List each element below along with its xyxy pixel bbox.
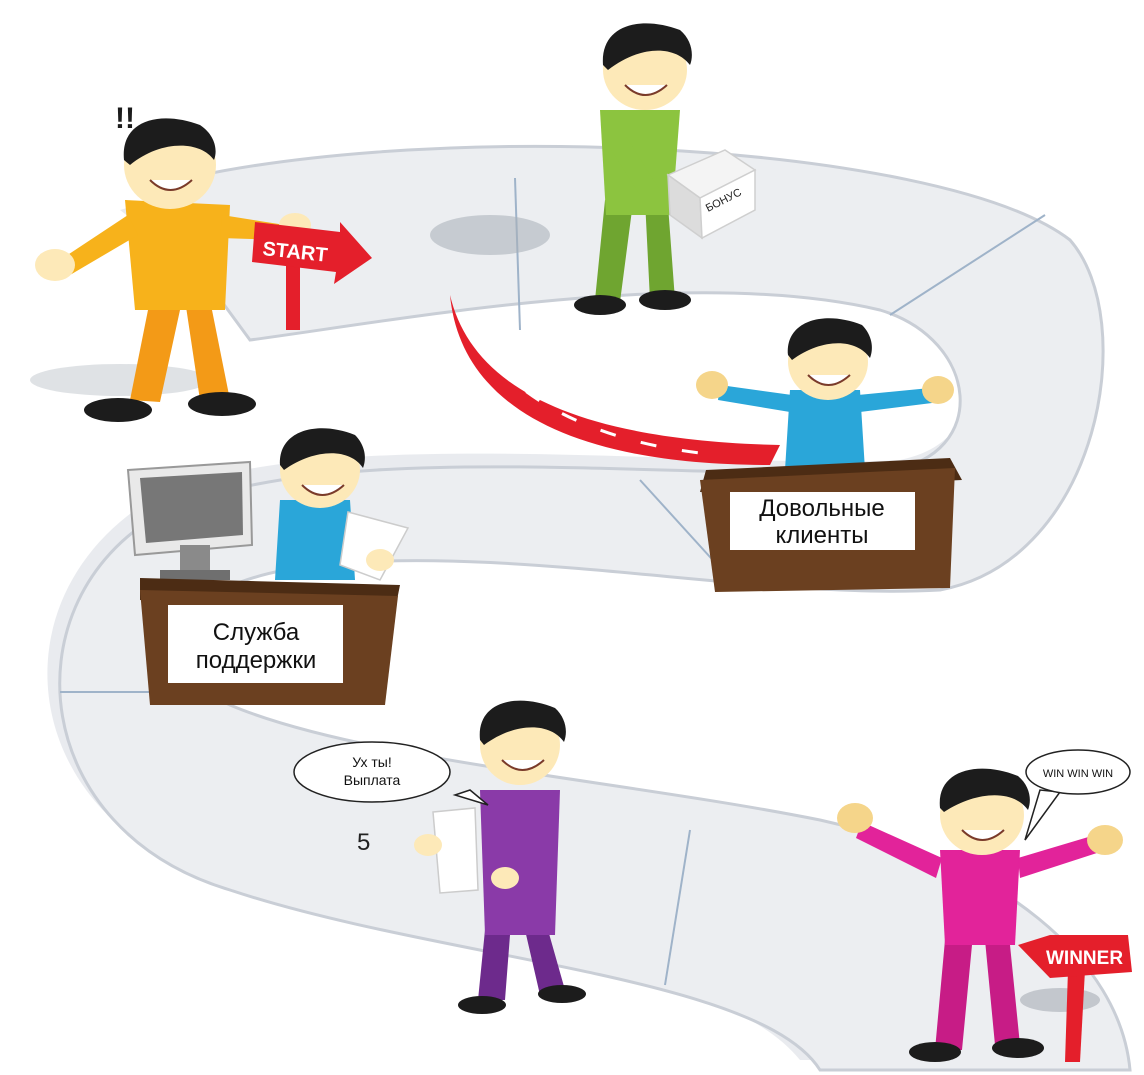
hair xyxy=(602,23,692,70)
shoe xyxy=(639,290,691,310)
character-yellow-start: !! START xyxy=(35,102,372,422)
shirt xyxy=(940,850,1020,945)
sign-post xyxy=(1065,970,1085,1062)
hair xyxy=(279,428,365,470)
legs xyxy=(595,200,675,302)
hand xyxy=(366,549,394,571)
hair xyxy=(123,118,216,165)
hair xyxy=(479,700,566,745)
red-ribbon xyxy=(450,295,780,465)
shoe xyxy=(538,985,586,1003)
shadow-splotch xyxy=(1020,988,1100,1012)
smile xyxy=(501,759,545,771)
arm xyxy=(718,385,792,412)
bubble-payout-line1: Ух ты! xyxy=(352,754,392,770)
shirt xyxy=(125,200,230,310)
sign-post xyxy=(286,250,300,330)
shadow-splotch xyxy=(430,215,550,255)
desk-sign-board xyxy=(168,605,343,683)
arm xyxy=(60,215,138,275)
shoe xyxy=(992,1038,1044,1058)
fist xyxy=(1087,825,1123,855)
paper-sheet xyxy=(339,511,410,581)
character-pink-winner: WIN WIN WIN WINNER xyxy=(837,749,1132,1062)
bubble-payout-line2: Выплата xyxy=(344,772,401,788)
legs xyxy=(935,940,1020,1050)
shirt xyxy=(480,790,560,935)
shirt xyxy=(785,390,865,470)
bonus-box-icon xyxy=(666,149,757,240)
shoe xyxy=(458,996,506,1014)
hand xyxy=(491,867,519,889)
payout-paper xyxy=(432,807,479,894)
legs xyxy=(478,930,565,1000)
arm xyxy=(1018,835,1100,878)
smile xyxy=(807,374,851,386)
shirt xyxy=(275,500,355,580)
desk-sign-board xyxy=(730,492,915,550)
character-purple-payout: Ух ты! Выплата 5 xyxy=(293,700,586,1014)
hand xyxy=(35,249,75,281)
arm xyxy=(858,388,932,412)
smile xyxy=(149,179,193,191)
speech-bubble-icon xyxy=(1024,749,1131,841)
desk-support-line2: поддержки xyxy=(196,647,316,674)
exclamation-marks: !! xyxy=(115,102,135,135)
desk-clients-line2: клиенты xyxy=(775,522,868,549)
road-divider xyxy=(889,214,1046,316)
smile xyxy=(624,84,668,96)
winner-arrow-sign-icon xyxy=(1018,935,1132,978)
smile xyxy=(961,829,1005,841)
road-divider xyxy=(514,177,521,331)
arm xyxy=(856,822,942,878)
hair xyxy=(939,768,1030,812)
character-green-bonus: БОНУС xyxy=(574,23,757,315)
road-divider xyxy=(664,829,691,986)
bubble-win-text: WIN WIN WIN xyxy=(1043,768,1113,780)
character-blue-support: Служба поддержки xyxy=(126,428,410,705)
start-arrow-sign-icon xyxy=(252,222,372,284)
legs xyxy=(130,300,230,402)
hair xyxy=(787,318,872,360)
shoe xyxy=(188,392,256,416)
winner-sign-label: WINNER xyxy=(1046,948,1123,969)
computer-monitor-icon xyxy=(126,460,254,580)
desk-support-line1: Служба xyxy=(213,619,300,646)
road-number: 5 xyxy=(357,829,370,856)
desk-clients-line1: Довольные xyxy=(759,495,885,522)
red-ribbon-path xyxy=(450,295,780,465)
fist xyxy=(837,803,873,833)
shoe xyxy=(574,295,626,315)
ribbon-dashes xyxy=(468,329,721,457)
fist xyxy=(696,371,728,399)
hand xyxy=(414,834,442,856)
character-blue-clients: Довольные клиенты xyxy=(696,318,962,592)
speech-bubble-icon xyxy=(293,741,489,806)
arm xyxy=(605,135,660,195)
shadow-splotch xyxy=(30,364,210,396)
shoe xyxy=(84,398,152,422)
smile xyxy=(301,484,345,496)
shoe xyxy=(909,1042,961,1062)
fist xyxy=(922,376,954,404)
